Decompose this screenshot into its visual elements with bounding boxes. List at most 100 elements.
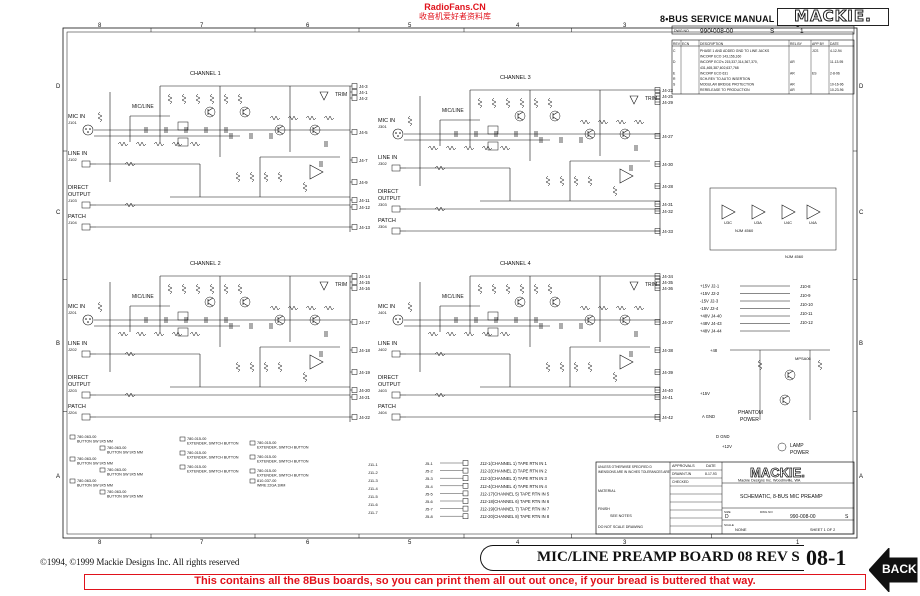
jack-pin bbox=[87, 321, 89, 323]
page-number: 08-1 bbox=[806, 545, 847, 570]
mic-in-label: MIC IN bbox=[68, 114, 85, 120]
title-drawn-date: 8-17-93 bbox=[705, 472, 717, 476]
legend-part-number: 780-063-00 bbox=[107, 446, 126, 450]
connector-label: J4-33 bbox=[662, 229, 674, 234]
legend-description: EXTENDER, SWITCH BUTTON bbox=[257, 446, 309, 450]
wire bbox=[552, 111, 559, 116]
transistor bbox=[204, 106, 216, 118]
resistor bbox=[633, 119, 645, 125]
transistor bbox=[584, 314, 596, 326]
patch-label: PATCH bbox=[68, 214, 86, 220]
rev-column-header: REL BY bbox=[790, 42, 803, 46]
box bbox=[654, 183, 661, 189]
connector-label: J4-11 bbox=[359, 198, 370, 203]
resistor bbox=[305, 305, 317, 311]
title-company: Mackie Designs Inc. Woodinville, WA bbox=[738, 479, 801, 483]
brand-logo: MACKIE. bbox=[777, 8, 889, 26]
grid-column-label: 3 bbox=[623, 540, 627, 546]
regulator-label: U4C bbox=[784, 220, 792, 225]
tape-return-label: J12-17(CHANNEL 5) TAPE RTN IN 5 bbox=[480, 491, 550, 496]
lamp-label: LAMP bbox=[790, 443, 804, 449]
box bbox=[351, 347, 358, 353]
back-label: BACK bbox=[882, 562, 917, 576]
resistor bbox=[615, 305, 627, 311]
legend-description: BUTTON SW 9X5 MM bbox=[77, 440, 113, 444]
grid-row-label: C bbox=[56, 210, 61, 216]
box bbox=[81, 413, 91, 421]
rev-column-header: DESCRIPTION bbox=[700, 42, 724, 46]
box bbox=[351, 83, 358, 89]
power-pin-label: J10-9 bbox=[800, 293, 811, 298]
legend-description: BUTTON SW 9X5 MM bbox=[107, 473, 143, 477]
box bbox=[351, 197, 358, 203]
connector-label: J4-23 bbox=[662, 88, 674, 93]
resistor bbox=[505, 97, 511, 109]
transistor bbox=[239, 106, 251, 118]
transistor bbox=[619, 128, 631, 140]
box bbox=[654, 387, 661, 393]
box bbox=[249, 454, 256, 460]
jack-pin bbox=[89, 128, 91, 130]
box bbox=[462, 498, 469, 504]
rev-cell: PHASE 1 AND ADDED GND TO LINE JACKS bbox=[700, 49, 770, 53]
transistor bbox=[514, 110, 526, 122]
op-amp bbox=[721, 204, 736, 220]
connector-label: J4-34 bbox=[662, 274, 674, 279]
watermark: RadioFans.CN 收音机爱好者资料库 bbox=[380, 2, 530, 22]
box bbox=[654, 93, 661, 99]
box bbox=[462, 460, 469, 466]
box bbox=[81, 201, 91, 209]
legend-part-number: 780-063-00 bbox=[77, 479, 96, 483]
wire bbox=[242, 112, 249, 117]
resistor bbox=[181, 283, 187, 295]
rev-cell: R bbox=[673, 77, 676, 81]
title-do-not-scale: DO NOT SCALE DRAWING bbox=[598, 525, 643, 529]
wire bbox=[207, 297, 214, 302]
wire bbox=[207, 112, 214, 117]
legend-part-number: 780-015-00 bbox=[257, 469, 276, 473]
connector-label: J11-1 bbox=[368, 462, 378, 467]
resistor bbox=[573, 175, 579, 187]
title-notes: IMENSIONS ARE IN INCHES TOLERANCES ARE: bbox=[598, 470, 671, 474]
connector-label: J4-28 bbox=[662, 184, 674, 189]
grid-column-label: 4 bbox=[516, 540, 520, 546]
grid-column-label: 7 bbox=[200, 540, 204, 546]
box bbox=[351, 414, 358, 420]
tape-return-label: J12-3(CHANNEL 3) TAPE RTN IN 3 bbox=[480, 476, 548, 481]
legend-description: EXTENDER, SWITCH BUTTON bbox=[187, 470, 239, 474]
box bbox=[66, 31, 854, 535]
box bbox=[391, 164, 401, 172]
resistor bbox=[481, 331, 493, 337]
rail-label: -15V J2-4 bbox=[700, 306, 719, 311]
wire bbox=[277, 315, 284, 320]
xlr-jack bbox=[392, 314, 404, 326]
grid-column-label: 7 bbox=[200, 23, 204, 29]
connector-label: J4-31 bbox=[662, 202, 674, 207]
resistor bbox=[434, 165, 446, 171]
trim-pot-arrow bbox=[319, 281, 329, 291]
scale-caption: SCALE bbox=[724, 523, 734, 527]
box bbox=[351, 285, 358, 291]
resistor bbox=[817, 359, 823, 371]
jack-ref: J304 bbox=[378, 224, 387, 229]
legend-part-number: 780-063-00 bbox=[77, 457, 96, 461]
jack-ref: J104 bbox=[68, 220, 77, 225]
voltage-label: +15V bbox=[700, 391, 710, 396]
rev-column-header: DATE bbox=[830, 42, 840, 46]
grid-column-label: 5 bbox=[408, 540, 412, 546]
rev-cell: D bbox=[673, 60, 676, 64]
jack-ref: J301 bbox=[378, 124, 387, 129]
grid-row-label: B bbox=[56, 341, 60, 347]
resistor bbox=[533, 283, 539, 295]
jack-pin bbox=[85, 128, 87, 130]
resistor bbox=[124, 161, 136, 167]
resistor bbox=[559, 175, 565, 187]
op-amp bbox=[309, 354, 324, 370]
resistor bbox=[477, 283, 483, 295]
transistor bbox=[784, 369, 796, 381]
resistor bbox=[533, 97, 539, 109]
resistor bbox=[124, 351, 136, 357]
mic-line-label: MIC/LINE bbox=[132, 104, 154, 110]
rail-label: +15V J2-1 bbox=[700, 284, 720, 289]
back-button[interactable]: BACK bbox=[868, 546, 919, 594]
